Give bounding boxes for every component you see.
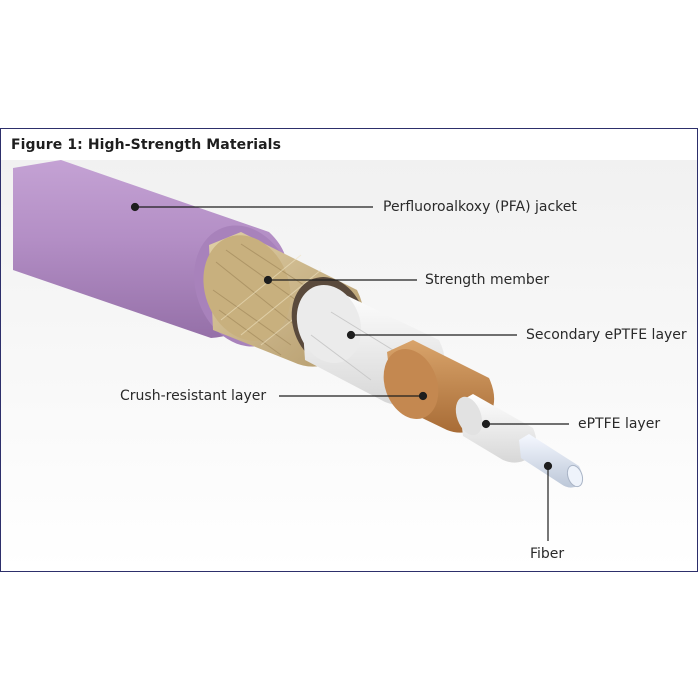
cable-diagram xyxy=(1,160,697,570)
label-strength-member: Strength member xyxy=(425,272,550,288)
eptfe-dot xyxy=(481,419,491,429)
fiber xyxy=(519,434,584,488)
label-eptfe-layer: ePTFE layer xyxy=(578,416,661,432)
eptfe-layer xyxy=(455,394,537,463)
label-pfa-jacket: Perfluoroalkoxy (PFA) jacket xyxy=(383,199,577,215)
label-crush-resistant-layer: Crush-resistant layer xyxy=(120,388,267,404)
crush-dot xyxy=(418,391,428,401)
label-fiber: Fiber xyxy=(530,546,565,562)
figure-title: Figure 1: High-Strength Materials xyxy=(11,137,281,153)
strength-dot xyxy=(263,275,273,285)
leader-lines xyxy=(130,202,569,541)
fiber-dot xyxy=(543,461,553,471)
jacket-dot xyxy=(130,202,140,212)
secondary-dot xyxy=(346,330,356,340)
label-secondary-eptfe-layer: Secondary ePTFE layer xyxy=(526,327,687,343)
